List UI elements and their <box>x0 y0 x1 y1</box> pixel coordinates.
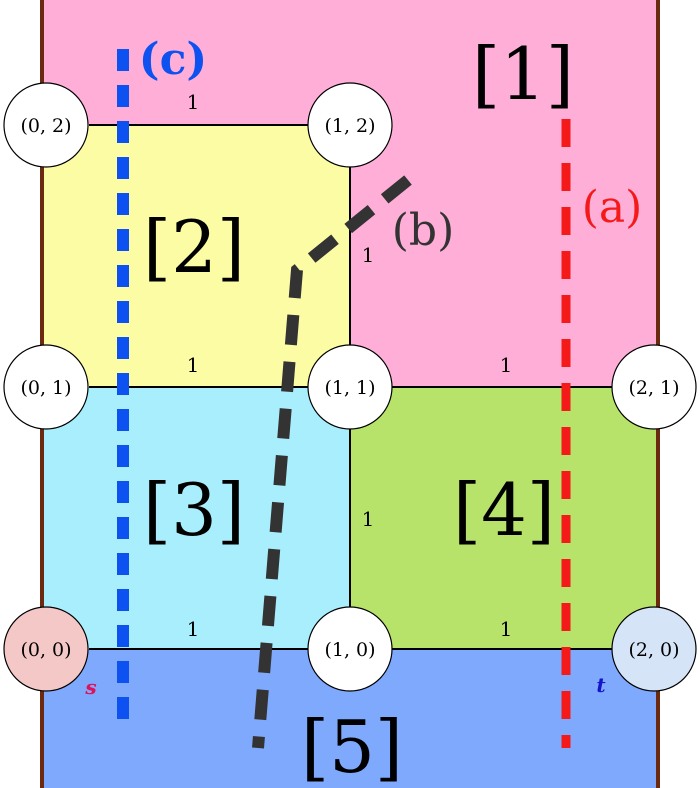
cut-label-c: (c) <box>139 34 207 85</box>
terminal-marks: s t <box>84 673 606 699</box>
node-0-2-circle <box>3 82 89 168</box>
graph-nodes: (0, 2) (1, 2) (0, 1) (1, 1) (2, 1) (0, 0) (1, … <box>3 82 697 692</box>
node-2-1-label: (2, 1) <box>628 377 679 399</box>
region-label-3: [3] <box>143 468 245 552</box>
node-0-0-circle <box>3 606 89 692</box>
cut-label-a: (a) <box>582 182 643 233</box>
edge-weight-00-10: 1 <box>187 617 200 641</box>
node-1-0-circle <box>307 606 393 692</box>
cut-path-b <box>252 175 412 749</box>
edge-weight-11-21: 1 <box>500 353 513 377</box>
node-0-1-label: (0, 1) <box>20 377 71 399</box>
node-1-1-label: (1, 1) <box>324 377 375 399</box>
cut-label-b: (b) <box>392 205 455 256</box>
region-4-face <box>350 387 658 649</box>
edge-weight-10-20: 1 <box>500 617 513 641</box>
edge-weights: 1 1 1 1 1 1 1 <box>187 90 513 641</box>
edge-weight-01-11: 1 <box>187 353 200 377</box>
node-0-0-label: (0, 0) <box>20 639 71 661</box>
node-0-1-circle <box>3 344 89 430</box>
faces <box>42 0 658 788</box>
node-1-2-label: (1, 2) <box>324 115 375 137</box>
region-labels: [1] [2] [3] [4] [5] <box>143 32 574 788</box>
node-0-2-label: (0, 2) <box>20 115 71 137</box>
edge-weight-12-11: 1 <box>362 243 375 267</box>
node-1-0-label: (1, 0) <box>324 639 375 661</box>
edge-weight-02-12: 1 <box>187 90 200 114</box>
cut-paths <box>117 49 571 749</box>
sink-terminal-label: t <box>596 673 606 697</box>
node-2-1-circle <box>611 344 697 430</box>
region-label-5: [5] <box>301 705 403 788</box>
source-terminal-label: s <box>84 675 96 699</box>
region-label-4: [4] <box>453 468 555 552</box>
node-2-0-circle <box>611 606 697 692</box>
region-label-2: [2] <box>143 205 245 289</box>
edge-weight-11-10: 1 <box>362 507 375 531</box>
node-2-0-label: (2, 0) <box>628 639 679 661</box>
region-label-1: [1] <box>472 32 574 116</box>
cut-labels: (a) (b) (c) <box>139 34 643 256</box>
region-2-face <box>42 125 350 387</box>
region-3-face <box>42 387 350 649</box>
node-1-1-circle <box>307 344 393 430</box>
node-1-2-circle <box>307 82 393 168</box>
